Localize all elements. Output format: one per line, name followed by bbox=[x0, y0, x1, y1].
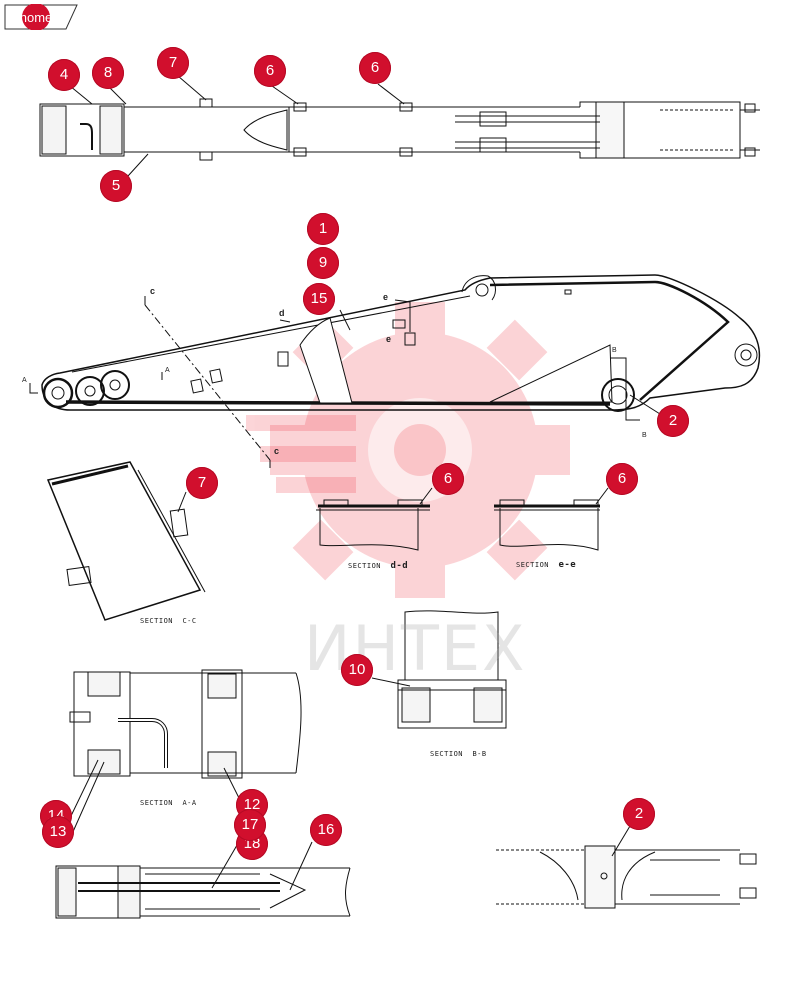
section-b-label: SECTION B-B bbox=[430, 750, 487, 758]
callout-part-6[interactable]: 6 bbox=[254, 55, 286, 87]
callout-part-17[interactable]: 17 bbox=[234, 809, 266, 841]
view-mark-e-bottom: e bbox=[386, 334, 392, 344]
view-mark-a-right: A bbox=[165, 367, 170, 374]
view-mark-a-left: A bbox=[22, 377, 27, 384]
callout-part-10[interactable]: 10 bbox=[341, 654, 373, 686]
view-mark-c-bottom: c bbox=[274, 446, 280, 456]
callout-part-2[interactable]: 2 bbox=[623, 798, 655, 830]
view-mark-b-bottom: B bbox=[642, 432, 647, 439]
callout-part-16[interactable]: 16 bbox=[310, 814, 342, 846]
home-tab-shape-icon bbox=[4, 4, 78, 30]
callout-part-2[interactable]: 2 bbox=[657, 405, 689, 437]
home-tab[interactable]: home bbox=[4, 4, 78, 30]
home-label: home bbox=[19, 10, 53, 25]
callout-part-8[interactable]: 8 bbox=[92, 57, 124, 89]
callout-part-1[interactable]: 1 bbox=[307, 213, 339, 245]
view-mark-d: d bbox=[279, 308, 285, 318]
section-d-label: SECTION d-d bbox=[348, 561, 409, 571]
callout-part-7[interactable]: 7 bbox=[157, 47, 189, 79]
leader-lines bbox=[69, 75, 661, 891]
callout-part-6[interactable]: 6 bbox=[432, 463, 464, 495]
section-a-label: SECTION A-A bbox=[140, 799, 197, 807]
callout-part-4[interactable]: 4 bbox=[48, 59, 80, 91]
callout-part-6[interactable]: 6 bbox=[359, 52, 391, 84]
watermark-text: ИНТЕХ bbox=[304, 612, 527, 685]
view-mark-c-top: c bbox=[150, 286, 156, 296]
view-mark-b-top: B bbox=[612, 347, 617, 354]
callout-part-15[interactable]: 15 bbox=[303, 283, 335, 315]
callout-part-9[interactable]: 9 bbox=[307, 247, 339, 279]
view-mark-e-top: e bbox=[383, 292, 389, 302]
callout-part-5[interactable]: 5 bbox=[100, 170, 132, 202]
callout-part-7[interactable]: 7 bbox=[186, 467, 218, 499]
section-e-label: SECTION e-e bbox=[516, 560, 577, 570]
callout-part-13[interactable]: 13 bbox=[42, 816, 74, 848]
section-c-label: SECTION C-C bbox=[140, 617, 197, 625]
callout-part-6[interactable]: 6 bbox=[606, 463, 638, 495]
